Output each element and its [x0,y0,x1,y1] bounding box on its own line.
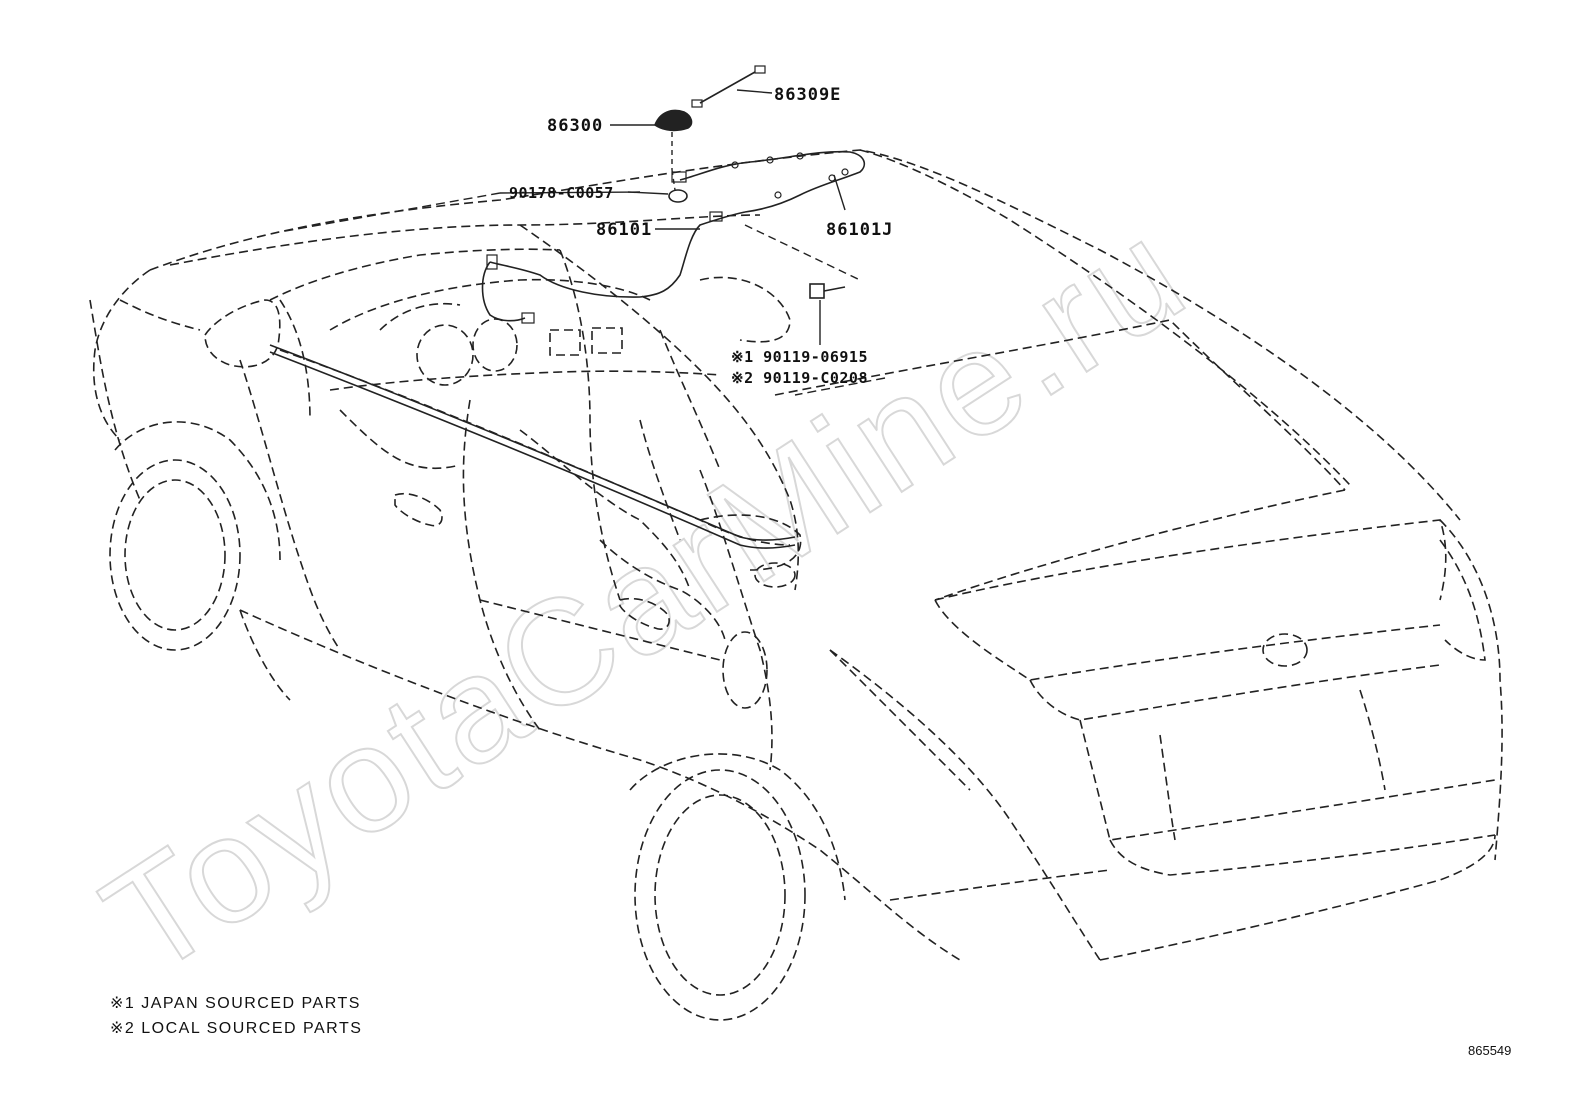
callout-bolt-japan: ※1 90119-06915 [731,348,868,366]
callout-roof-antenna: 86300 [547,116,603,136]
antenna-cord-rear-drawing [671,150,866,213]
source-legend: ※1 JAPAN SOURCED PARTS ※2 LOCAL SOURCED … [110,995,362,1037]
callout-antenna-cord-rear: 86101J [826,220,893,240]
watermark-text: ToyotaCarMine.ru [76,186,1214,1007]
callout-clip: 90178-C0057 [509,184,614,202]
legend-japan-sourced: ※1 JAPAN SOURCED PARTS [110,995,361,1012]
callout-antenna-cable-sub: 86309E [774,85,841,105]
callout-antenna-cord-front: 86101 [596,220,652,240]
antenna-cable-sub-drawing [691,65,766,108]
side-roof-rail [269,344,796,549]
clip-drawing [668,169,688,203]
antenna-cord-front-drawing [481,211,746,324]
roof-antenna-drawing [654,109,693,170]
legend-local-sourced: ※2 LOCAL SOURCED PARTS [110,1020,362,1037]
callout-bolt-local: ※2 90119-C0208 [731,369,868,387]
bolt-drawing [744,224,861,299]
figure-number: 865549 [1468,1043,1511,1058]
leader-lines [279,89,886,396]
